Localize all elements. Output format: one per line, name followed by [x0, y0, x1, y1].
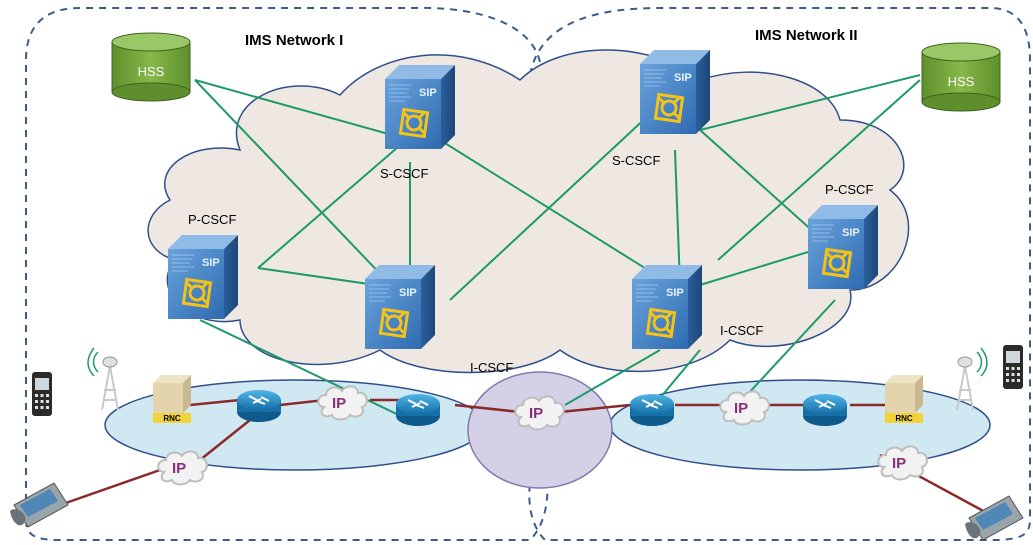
ip-label: IP	[734, 400, 748, 417]
s-cscf-label-right: S-CSCF	[612, 153, 660, 168]
ip-cloud-left-2: IP	[157, 450, 208, 486]
rnc-left: RNC	[153, 375, 191, 423]
ip-label: IP	[172, 460, 186, 477]
p-cscf-label-right: P-CSCF	[825, 182, 873, 197]
p-cscf-server-left	[166, 233, 240, 321]
mobile-phone-right-icon	[1003, 345, 1023, 389]
mobile-phone-left-icon	[32, 372, 52, 416]
desk-phone-right-icon	[964, 495, 1024, 541]
hss-label-left: HSS	[138, 64, 165, 79]
rnc-right: RNC	[885, 375, 923, 423]
router-left-2	[395, 393, 441, 427]
radio-tower-right-icon	[956, 347, 988, 411]
rnc-label-right: RNC	[895, 414, 913, 423]
ip-cloud-core: IP	[514, 395, 565, 431]
i-cscf-label-left: I-CSCF	[470, 360, 513, 375]
rnc-label-left: RNC	[163, 414, 181, 423]
hss-label-right: HSS	[948, 74, 975, 89]
ip-cloud-right-2: IP	[877, 445, 928, 481]
router-right-1	[629, 393, 675, 427]
ip-label: IP	[529, 405, 543, 422]
ip-label: IP	[332, 395, 346, 412]
ip-label: IP	[892, 455, 906, 472]
hss-database-right: HSS	[921, 42, 1001, 112]
signaling-links	[194, 74, 921, 419]
hss-database-left: HSS	[111, 32, 191, 102]
i-cscf-label-right: I-CSCF	[720, 323, 763, 338]
access-network-right	[609, 379, 991, 471]
radio-tower-left-icon	[87, 347, 119, 411]
network-boundary-left	[25, 6, 549, 541]
router-left-1	[236, 389, 282, 423]
desk-phone-left-icon	[9, 482, 69, 528]
ip-cloud-left-1: IP	[317, 385, 368, 421]
p-cscf-label-left: P-CSCF	[188, 212, 236, 227]
ims-core-cloud	[147, 49, 910, 374]
i-cscf-server-left	[363, 263, 437, 351]
network-title-left: IMS Network I	[245, 32, 343, 49]
p-cscf-server-right	[806, 203, 880, 291]
s-cscf-server-right	[638, 48, 712, 136]
s-cscf-label-left: S-CSCF	[380, 166, 428, 181]
s-cscf-server-left	[383, 63, 457, 151]
ip-cloud-right-1: IP	[719, 390, 770, 426]
network-title-right: IMS Network II	[755, 27, 858, 44]
router-right-2	[802, 393, 848, 427]
i-cscf-server-right	[630, 263, 704, 351]
